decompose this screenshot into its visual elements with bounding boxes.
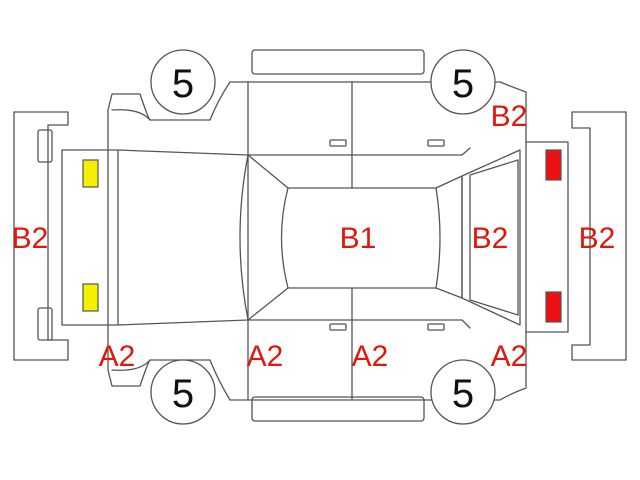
tire-rear-right: 5 xyxy=(430,359,496,425)
car-body xyxy=(61,81,569,401)
rear-bumper xyxy=(571,111,627,361)
code-front-bumper: B2 xyxy=(12,222,49,255)
headlamp-right xyxy=(82,283,99,312)
svg-text:5: 5 xyxy=(452,62,474,106)
tire-front-left: 5 xyxy=(150,49,216,115)
code-rear-quarter-bottom: A2 xyxy=(491,340,528,373)
left-side-skirt xyxy=(251,49,425,75)
svg-text:5: 5 xyxy=(172,372,194,416)
code-rear-quarter-top: B2 xyxy=(491,100,528,133)
taillamp-right xyxy=(545,291,562,323)
code-front-door-bottom: A2 xyxy=(247,340,284,373)
front-bumper xyxy=(13,111,69,361)
code-rear-bumper: B2 xyxy=(579,222,616,255)
tire-rear-left: 5 xyxy=(430,49,496,115)
svg-text:5: 5 xyxy=(172,62,194,106)
code-rear-door-bottom: A2 xyxy=(352,340,389,373)
svg-text:5: 5 xyxy=(452,372,474,416)
taillamp-left xyxy=(545,149,562,181)
code-roof: B1 xyxy=(340,222,377,255)
code-tailgate: B2 xyxy=(472,222,509,255)
right-side-skirt xyxy=(251,396,425,422)
code-front-fender-bottom: A2 xyxy=(99,340,136,373)
tire-front-right: 5 xyxy=(150,359,216,425)
headlamp-left xyxy=(82,159,99,188)
